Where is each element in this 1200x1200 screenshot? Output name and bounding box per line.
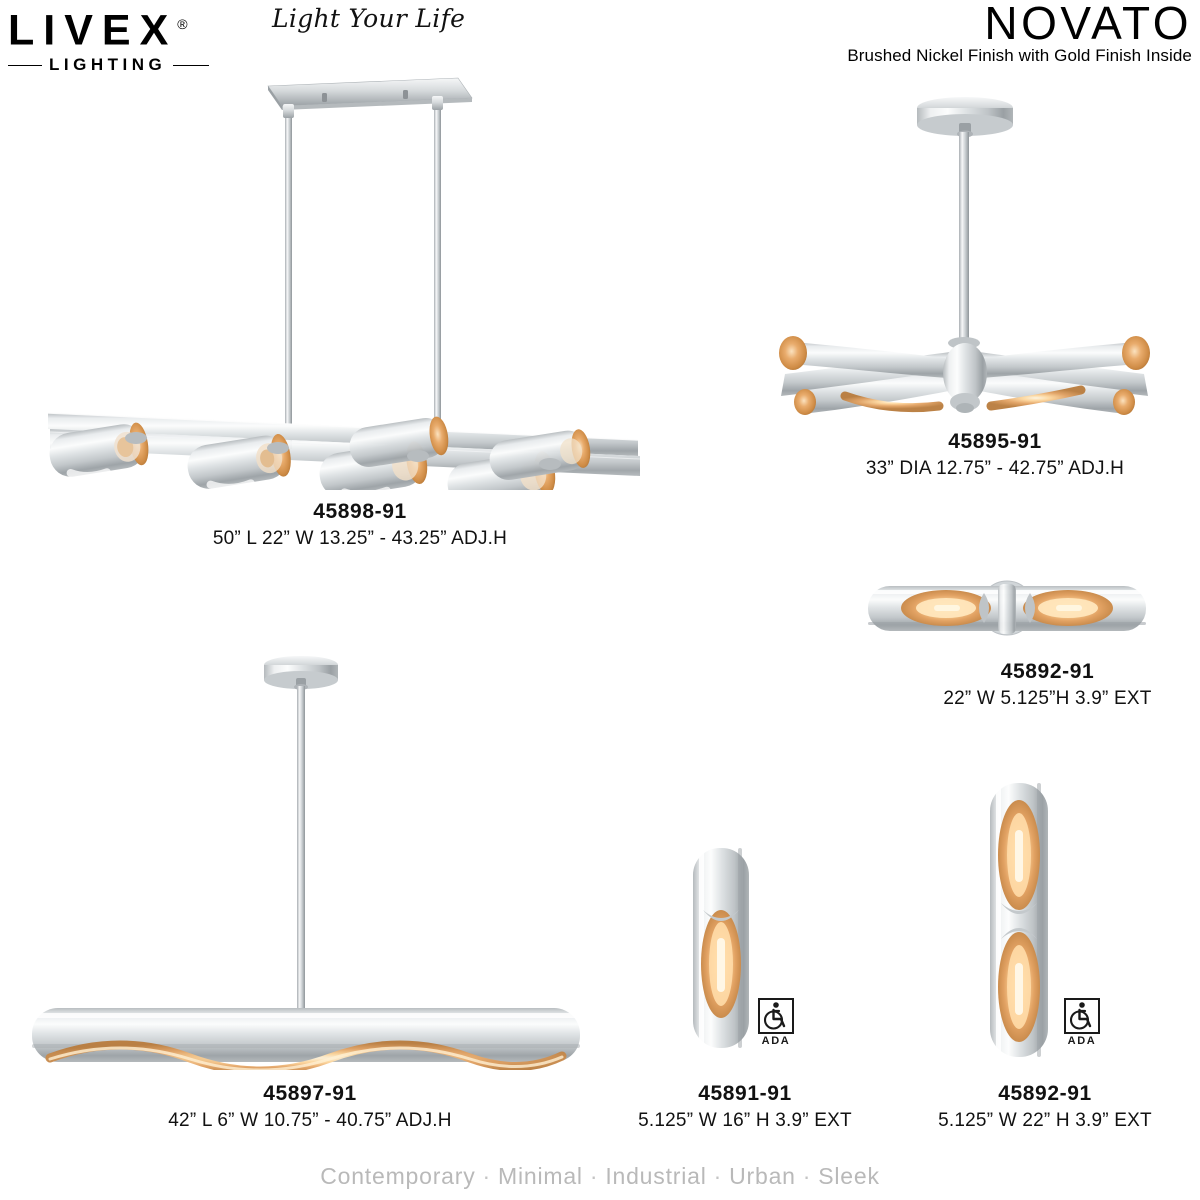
canopy [917,97,1013,138]
product-image-45897-91 [10,650,610,1070]
single-sconce-illustration [693,848,749,1048]
sputnik-chandelier-illustration [779,97,1150,415]
sku-label: 45897-91 [263,1082,357,1105]
logo-rule-right [173,64,210,67]
stem-right [432,96,443,446]
dimensions-label: 5.125” W 22” H 3.9” EXT [938,1110,1152,1131]
logo-rule-left [8,64,42,67]
page-footer: Contemporary·Minimal·Industrial·Urban·Sl… [0,1163,1200,1190]
dimensions-label: 42” L 6” W 10.75” - 40.75” ADJ.H [168,1110,452,1131]
ada-badge-45892-91: ADA [1060,998,1104,1047]
product-image-45898-91 [20,60,710,490]
canopy [264,656,338,690]
down-rod [297,686,305,1016]
collection-finish-description: Brushed Nickel Finish with Gold Finish I… [847,46,1192,65]
logo-subtitle-row: LIGHTING [8,55,308,75]
lamp-right [1023,590,1113,626]
product-image-45891-91 [676,840,766,1060]
ada-box [1064,998,1100,1034]
lamp-lower [998,928,1040,1042]
footer-term-1: Minimal [498,1163,583,1189]
registered-trademark-icon: ® [177,16,188,32]
dimensions-label: 50” L 22” W 13.25” - 43.25” ADJ.H [212,528,508,549]
lamp [701,910,741,1018]
chandelier-arms [779,336,1150,415]
sku-label: 45895-91 [948,430,1042,453]
caption-45892-91-horizontal: 45892-91 22” W 5.125”H 3.9” EXT [900,658,1195,712]
caption-45897-91: 45897-91 42” L 6” W 10.75” - 40.75” ADJ.… [125,1080,495,1134]
dimensions-label: 5.125” W 16” H 3.9” EXT [638,1110,852,1131]
vanity-bar-illustration [868,580,1146,636]
double-sconce-illustration [990,783,1048,1057]
logo-wordmark-text: LIVEX [8,6,178,55]
collection-title: NOVATO [984,0,1192,49]
logo-wordmark: LIVEX® [8,2,338,52]
product-image-45892-91-vertical [972,775,1067,1065]
ada-box [758,998,794,1034]
footer-separator: · [802,1163,812,1189]
light-heads [49,416,591,490]
footer-term-2: Industrial [605,1163,707,1189]
footer-separator: · [713,1163,723,1189]
caption-45892-91-vertical: 45892-91 5.125” W 22” H 3.9” EXT [900,1080,1190,1134]
stem-left [283,104,294,449]
page-header: LIVEX® LIGHTING Light Your Life NOVATO B… [0,0,1200,80]
canopy-plate [267,77,473,110]
footer-term-4: Sleek [818,1163,880,1189]
footer-separator: · [482,1163,491,1189]
sku-label: 45892-91 [1000,660,1095,683]
center-hub [943,343,987,413]
footer-term-0: Contemporary [320,1163,476,1189]
wheelchair-icon [1069,1002,1092,1030]
rail-collars [125,432,561,470]
dimensions-label: 33” DIA 12.75” - 42.75” ADJ.H [865,458,1125,479]
dimensions-label: 22” W 5.125”H 3.9” EXT [943,688,1152,709]
caption-45898-91: 45898-91 50” L 22” W 13.25” - 43.25” ADJ… [130,498,590,552]
footer-separator: · [589,1163,599,1189]
linear-tube-shade [32,1008,580,1070]
product-image-45892-91-horizontal [862,570,1152,650]
ada-label: ADA [761,1035,791,1047]
sku-label: 45891-91 [698,1082,792,1105]
sku-label: 45892-91 [998,1082,1092,1105]
brand-tagline: Light Your Life [272,4,466,33]
footer-term-3: Urban [729,1163,796,1189]
caption-45895-91: 45895-91 33” DIA 12.75” - 42.75” ADJ.H [795,428,1195,482]
wheelchair-icon [763,1002,786,1030]
product-image-45895-91 [745,90,1185,420]
linear-chandelier-illustration [47,77,641,490]
logo-subtitle: LIGHTING [49,55,167,75]
ada-label: ADA [1067,1035,1097,1047]
linear-pendant-illustration [32,656,580,1070]
brand-logo: LIVEX® LIGHTING [8,2,338,75]
sku-label: 45898-91 [313,500,407,523]
lamp-upper [998,800,1040,914]
lamp-left [901,590,991,626]
caption-45891-91: 45891-91 5.125” W 16” H 3.9” EXT [600,1080,890,1134]
ada-badge-45891-91: ADA [754,998,798,1047]
down-rod [948,132,980,349]
